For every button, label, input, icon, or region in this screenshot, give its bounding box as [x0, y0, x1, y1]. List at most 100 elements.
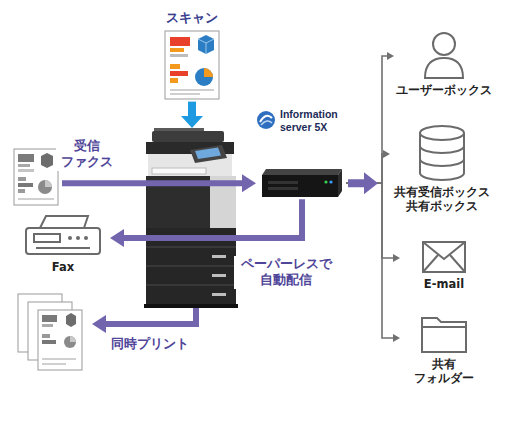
server-logo-part [257, 111, 275, 129]
printed-documents-icon-part [64, 336, 76, 348]
server-unit-part [324, 181, 327, 184]
edge-label-holder: ペーパーレスで 自動配信 [234, 256, 338, 289]
received-fax-document-icon-part [18, 169, 34, 172]
scanned-document-icon-part [170, 37, 190, 46]
printed-output [14, 292, 90, 372]
edge-label-holder: 受信 ファクス [56, 138, 118, 171]
fax-machine-icon-part [76, 236, 80, 240]
printed-documents-icon-part [42, 358, 76, 360]
envelope-icon-part [423, 242, 465, 272]
scanned-document-icon-part [204, 68, 213, 77]
printed-documents-icon-part [70, 336, 76, 342]
received-fax-document-icon-part [18, 154, 34, 162]
scanned-document-icon-part [170, 48, 184, 52]
distribution-link [346, 183, 393, 258]
distribution-link [346, 56, 387, 183]
fax-destination: Fax [18, 214, 108, 275]
server-unit-part [268, 187, 298, 190]
multifunction-printer-part [146, 247, 236, 248]
printed-documents-icon-part [42, 340, 56, 344]
scanned-document-icon-part [170, 71, 188, 76]
multifunction-printer-part [214, 184, 232, 186]
scanned-document-icon-part [170, 78, 178, 83]
received-fax-document-icon-part [45, 180, 52, 187]
received-fax-document-icon-part [18, 189, 25, 193]
folder-icon-part [422, 318, 466, 352]
server-unit-part [329, 181, 332, 184]
database-icon [417, 124, 467, 182]
scanned-document-icon-part [165, 31, 219, 99]
envelope-icon-part [423, 242, 465, 259]
edge-label-holder: 同時プリント [104, 336, 196, 352]
multifunction-printer-part [212, 236, 226, 239]
fax-machine-icon-part [26, 228, 100, 254]
printed-documents-icon [16, 292, 88, 372]
received-fax-document-icon-part [18, 183, 33, 187]
node-label: Information server 5X [280, 108, 346, 133]
fax-machine-icon [22, 214, 104, 258]
scanned-document-icon-part [170, 93, 200, 95]
connector-layer-part [62, 56, 393, 338]
connector-layer-part [348, 172, 378, 194]
edge-label: 受信 ファクス [56, 138, 118, 171]
multifunction-printer-part [146, 266, 236, 267]
server-unit-part [262, 169, 342, 175]
fax-machine-icon-part [40, 216, 88, 228]
node-label: Fax [52, 261, 74, 275]
received-fax-document-icon-part [38, 180, 52, 194]
database-icon-part [420, 126, 464, 140]
multifunction-printer-part [146, 176, 210, 228]
node-label: 共有受信ボックス 共有ボックス [392, 186, 492, 214]
simultaneous-print-arrow [106, 308, 196, 324]
received-fax-document-icon-part [14, 149, 58, 205]
folder-icon-part [422, 326, 466, 328]
server-unit [260, 167, 344, 199]
multifunction-printer-part [195, 148, 221, 160]
scanned-document-icon-part [198, 39, 214, 54]
server-unit-part [268, 181, 298, 184]
server-unit-part [262, 175, 338, 197]
server-unit-part [338, 169, 342, 197]
scan-input: スキャン [158, 10, 226, 100]
multifunction-printer-part [146, 228, 236, 304]
edge-label: 同時プリント [109, 336, 191, 352]
multifunction-printer-part [152, 168, 206, 174]
scan-arrow [188, 102, 196, 116]
user-icon-part [425, 58, 463, 78]
printed-documents-icon-part [42, 363, 66, 365]
distribution-arrow [348, 172, 378, 194]
scanned-document-icon-part [170, 64, 180, 69]
envelope-icon [421, 240, 467, 274]
scanned-document-icon-part [195, 68, 213, 86]
received-fax-document-icon-part [18, 198, 54, 200]
multifunction-printer-part [212, 255, 226, 258]
fax-receive-arrow [62, 180, 242, 186]
server-logo [256, 110, 276, 130]
database-icon-part [420, 146, 464, 153]
fax-machine-icon-part [68, 236, 72, 240]
multifunction-printer-part [190, 145, 227, 163]
folder-icon [420, 312, 468, 354]
distribution-link [346, 183, 393, 338]
multifunction-printer-box [140, 128, 242, 308]
user-icon-part [433, 33, 455, 55]
printed-documents-icon-part [42, 334, 50, 338]
printed-documents-icon-part [42, 315, 57, 322]
received-fax-document-icon-part [18, 164, 30, 167]
envelope-icon-part [423, 255, 465, 272]
database-icon-part [420, 159, 464, 166]
email-destination: E-mail [400, 240, 488, 292]
shared-box: 共有受信ボックス 共有ボックス [390, 124, 494, 214]
fax-machine-icon-part [84, 236, 88, 240]
printed-documents-icon-part [66, 313, 76, 327]
multifunction-printer-part [146, 285, 236, 286]
received-fax-document-icon [13, 148, 59, 206]
printed-documents-icon-part [42, 324, 53, 327]
scanned-document-icon-part [198, 35, 214, 54]
multifunction-printer-part [212, 274, 226, 277]
multifunction-printer-part [152, 131, 224, 142]
edge-label: ペーパーレスで 自動配信 [234, 256, 338, 289]
shared-folder: 共有 フォルダー [400, 312, 488, 386]
